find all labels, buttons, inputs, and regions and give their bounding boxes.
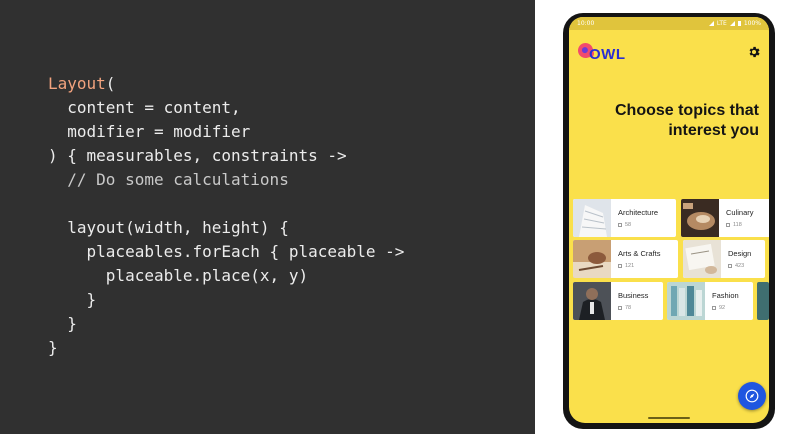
battery-icon (737, 21, 741, 26)
brand-name: OWL (589, 46, 626, 63)
code-line: ) { measurables, constraints -> (48, 146, 347, 165)
topic-name: Culinary (726, 208, 754, 217)
topic-image (573, 240, 611, 278)
topics-row: Architecture 58 Culinary 118 (569, 199, 769, 237)
grid-icon (618, 264, 622, 268)
topic-chip-fashion[interactable]: Fashion 92 (667, 282, 753, 320)
code-line: placeable.place(x, y) (48, 266, 309, 285)
status-time: 10:00 (577, 20, 595, 27)
network-type: LTE (716, 20, 727, 27)
grid-icon (728, 264, 732, 268)
topic-count: 58 (618, 222, 631, 228)
signal-icon (729, 21, 735, 26)
code-snippet: Layout( content = content, modifier = mo… (48, 72, 404, 360)
topic-chip-arts-crafts[interactable]: Arts & Crafts 121 (573, 240, 678, 278)
topic-image (573, 199, 611, 237)
explore-button[interactable] (738, 382, 766, 410)
battery-level: 100% (743, 20, 761, 27)
code-line: Layout( (48, 74, 116, 93)
gesture-nav-handle[interactable] (648, 417, 690, 419)
code-panel: Layout( content = content, modifier = mo… (0, 0, 535, 434)
topic-image (667, 282, 705, 320)
grid-icon (726, 223, 730, 227)
code-line: layout(width, height) { (48, 218, 289, 237)
topic-count: 118 (726, 222, 742, 228)
topic-name: Design (728, 249, 752, 258)
code-line: } (48, 290, 97, 309)
wifi-icon (708, 21, 714, 26)
code-line: } (48, 314, 77, 333)
status-icons: LTE 100% (708, 20, 761, 27)
topic-count: 78 (618, 305, 631, 311)
topic-chip-business[interactable]: Business 78 (573, 282, 663, 320)
topic-image (683, 240, 721, 278)
topic-chip-architecture[interactable]: Architecture 58 (573, 199, 676, 237)
topic-image (681, 199, 719, 237)
topic-chip-culinary[interactable]: Culinary 118 (681, 199, 769, 237)
topic-name: Arts & Crafts (618, 249, 661, 258)
topics-row: Arts & Crafts 121 Design 423 (569, 240, 769, 278)
topic-name: Fashion (712, 291, 739, 300)
topic-count: 92 (712, 305, 725, 311)
grid-icon (618, 223, 622, 227)
status-bar: 10:00 LTE 100% (569, 17, 769, 30)
owl-logo: OWL (576, 41, 638, 65)
topic-count: 121 (618, 263, 634, 269)
code-comment: // Do some calculations (48, 170, 289, 189)
topic-chip-partial[interactable] (757, 282, 769, 320)
gear-icon[interactable] (747, 45, 761, 59)
code-line: modifier = modifier (48, 122, 251, 141)
topic-count: 423 (728, 263, 744, 269)
grid-icon (712, 306, 716, 310)
topics-row: Business 78 Fashion 92 (569, 282, 769, 320)
topic-name: Business (618, 291, 649, 300)
code-line: } (48, 338, 58, 357)
code-line: content = content, (48, 98, 241, 117)
topic-chip-design[interactable]: Design 423 (683, 240, 765, 278)
topic-name: Architecture (618, 208, 659, 217)
code-line: placeables.forEach { placeable -> (48, 242, 405, 261)
topic-image (573, 282, 611, 320)
grid-icon (618, 306, 622, 310)
explore-icon (745, 389, 759, 403)
